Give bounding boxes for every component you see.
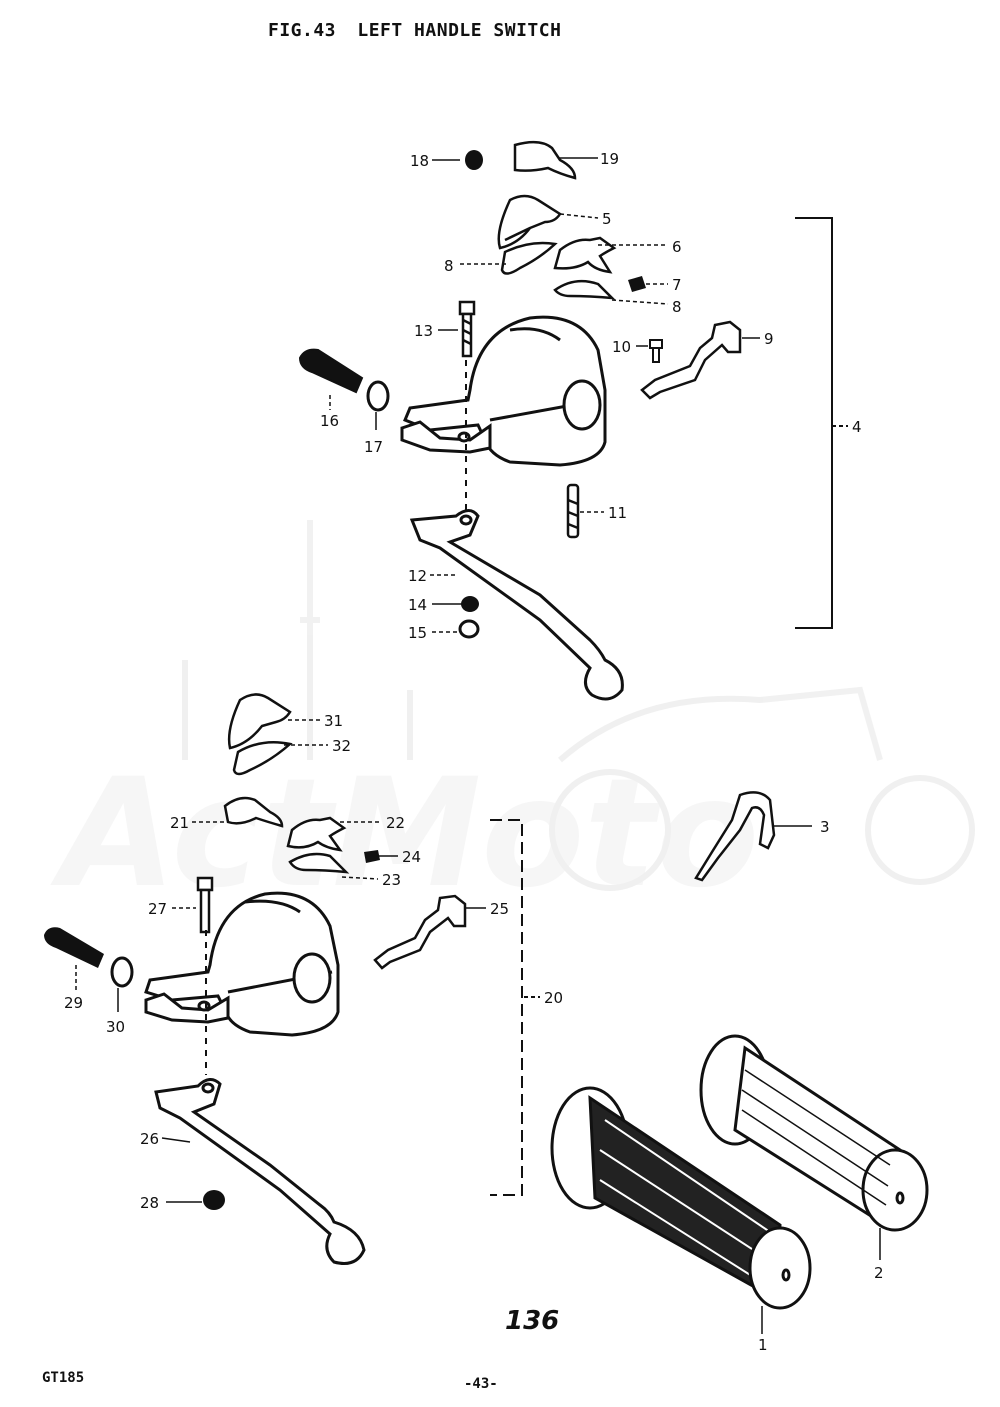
- model-code: GT185: [42, 1370, 85, 1386]
- part-31-lever-knob: [227, 693, 292, 750]
- part-10-screw: [649, 339, 663, 363]
- part-21-knob-cover: [223, 796, 284, 828]
- callout-32: 32: [332, 737, 351, 755]
- part-18-rubber-cap: [465, 150, 483, 170]
- watermark: ActMoto: [50, 520, 975, 921]
- callout-31: 31: [324, 712, 343, 730]
- callout-13: 13: [414, 322, 433, 340]
- part-25-switch-wire: [373, 894, 467, 970]
- callout-25: 25: [490, 900, 509, 918]
- callout-15: 15: [408, 624, 427, 642]
- callout-5: 5: [602, 210, 612, 228]
- part-22-switch-knob: [286, 816, 347, 852]
- callout-23: 23: [382, 871, 401, 889]
- group-bracket-4: [795, 217, 848, 629]
- callout-7: 7: [672, 276, 682, 294]
- group-bracket-20: [490, 819, 540, 1196]
- watermark-wheel: [865, 775, 975, 885]
- part-14-nut: [461, 596, 479, 612]
- callout-2: 2: [874, 1264, 884, 1282]
- part-2-grip: [699, 1034, 929, 1232]
- part-8-knob-plate: [500, 241, 558, 275]
- watermark-text: ActMoto: [50, 747, 759, 921]
- part-30-washer: [110, 956, 134, 988]
- callout-18: 18: [410, 152, 429, 170]
- part-9-switch-wire: [640, 320, 742, 400]
- callout-26: 26: [140, 1130, 159, 1148]
- callout-17: 17: [364, 438, 383, 456]
- part-13-bolt: [458, 300, 476, 358]
- part-6-switch-knob: [553, 236, 617, 274]
- page-number: 136: [505, 1306, 560, 1336]
- callout-8b: 8: [672, 298, 682, 316]
- callout-8: 8: [444, 257, 454, 275]
- watermark-motorcycle-outline: [558, 686, 883, 763]
- part-32-knob-plate: [232, 741, 293, 776]
- part-switch-housing-lower: [144, 891, 340, 1037]
- part-28-nut: [203, 1190, 225, 1210]
- callout-20: 20: [544, 989, 563, 1007]
- callout-28: 28: [140, 1194, 159, 1212]
- figure-title: FIG.43 LEFT HANDLE SWITCH: [268, 20, 571, 41]
- callout-12: 12: [408, 567, 427, 585]
- part-8-knob-plate-b: [553, 279, 616, 300]
- callout-11: 11: [608, 504, 627, 522]
- part-12-clutch-lever: [409, 509, 624, 701]
- callout-24: 24: [402, 848, 421, 866]
- callout-22: 22: [386, 814, 405, 832]
- part-16-screw: [298, 348, 364, 394]
- part-15-nut: [458, 619, 480, 639]
- callout-3: 3: [820, 818, 830, 836]
- part-19-knob-cover: [513, 140, 577, 180]
- part-1-grip: [550, 1086, 812, 1310]
- part-26-clutch-lever: [154, 1078, 366, 1265]
- figure-number: FIG.43: [268, 20, 337, 41]
- callout-27: 27: [148, 900, 167, 918]
- part-3-cable-clip: [694, 791, 776, 882]
- part-27-bolt: [196, 876, 214, 934]
- part-24-screw: [364, 850, 380, 863]
- leader-lines: [75, 157, 881, 1334]
- callout-16: 16: [320, 412, 339, 430]
- watermark-wheel: [549, 769, 671, 891]
- callout-14: 14: [408, 596, 427, 614]
- callout-9: 9: [764, 330, 774, 348]
- part-switch-housing-upper: [400, 315, 607, 467]
- callout-labels: 18 19 5 8 6 7 8 13 9 10 4 16 17 11 12 14…: [64, 150, 884, 1354]
- callout-10: 10: [612, 338, 631, 356]
- callout-4: 4: [852, 418, 862, 436]
- part-7-screw: [628, 276, 646, 292]
- callout-19: 19: [600, 150, 619, 168]
- part-29-screw: [44, 927, 104, 968]
- sheet-number: -43-: [464, 1376, 498, 1392]
- callout-6: 6: [672, 238, 682, 256]
- callout-30: 30: [106, 1018, 125, 1036]
- part-23-knob-plate: [288, 852, 350, 874]
- figure-name: LEFT HANDLE SWITCH: [357, 20, 562, 41]
- part-11-screw: [566, 483, 580, 539]
- part-5-lever-knob: [497, 194, 562, 250]
- callout-21: 21: [170, 814, 189, 832]
- callout-29: 29: [64, 994, 83, 1012]
- part-17-washer: [366, 380, 390, 412]
- callout-1: 1: [758, 1336, 768, 1354]
